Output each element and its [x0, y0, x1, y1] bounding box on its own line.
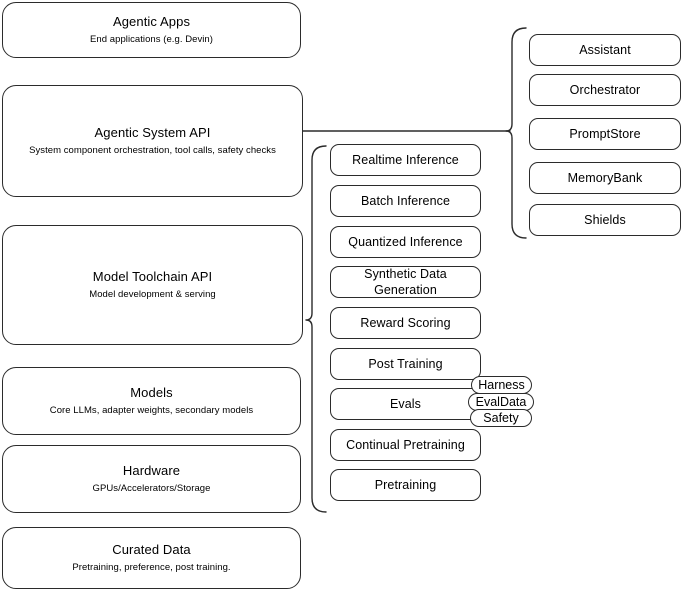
- toolchain-item-pretraining[interactable]: Pretraining: [330, 469, 481, 501]
- layer-subtitle: Core LLMs, adapter weights, secondary mo…: [49, 405, 254, 416]
- system-brace-path: [505, 27, 527, 239]
- system-item-label: PromptStore: [569, 127, 641, 141]
- toolchain-item-synthetic-data-generation[interactable]: Synthetic Data Generation: [330, 266, 481, 298]
- layer-subtitle: GPUs/Accelerators/Storage: [92, 483, 211, 494]
- toolchain-item-label: Synthetic Data Generation: [364, 267, 447, 297]
- toolchain-item-label: Pretraining: [374, 478, 437, 492]
- toolchain-item-label: Quantized Inference: [348, 235, 463, 249]
- layer-box-models[interactable]: Models Core LLMs, adapter weights, secon…: [2, 367, 301, 435]
- toolchain-item-evals[interactable]: Evals: [330, 388, 481, 420]
- layer-box-curated-data[interactable]: Curated Data Pretraining, preference, po…: [2, 527, 301, 589]
- layer-box-agentic-apps[interactable]: Agentic Apps End applications (e.g. Devi…: [2, 2, 301, 58]
- layer-box-model-toolchain-api[interactable]: Model Toolchain API Model development & …: [2, 225, 303, 345]
- toolchain-item-label: Realtime Inference: [352, 153, 459, 167]
- evals-pill-label: Harness: [478, 378, 525, 392]
- toolchain-item-continual-pretraining[interactable]: Continual Pretraining: [330, 429, 481, 461]
- system-item-shields[interactable]: Shields: [529, 204, 681, 236]
- layer-box-hardware[interactable]: Hardware GPUs/Accelerators/Storage: [2, 445, 301, 513]
- system-item-label: Assistant: [579, 43, 631, 57]
- toolchain-item-label: Batch Inference: [360, 194, 451, 208]
- system-item-label: Shields: [584, 213, 626, 227]
- system-item-label: MemoryBank: [567, 171, 643, 185]
- toolchain-item-reward-scoring[interactable]: Reward Scoring: [330, 307, 481, 339]
- toolchain-item-realtime-inference[interactable]: Realtime Inference: [330, 144, 481, 176]
- evals-pill-harness[interactable]: Harness: [471, 376, 532, 394]
- layer-title: Agentic Apps: [112, 14, 191, 29]
- layer-title: Hardware: [122, 463, 181, 478]
- toolchain-item-label: Reward Scoring: [360, 316, 451, 330]
- toolchain-item-label: Continual Pretraining: [346, 438, 465, 452]
- layer-subtitle: Pretraining, preference, post training.: [72, 562, 231, 573]
- toolchain-item-batch-inference[interactable]: Batch Inference: [330, 185, 481, 217]
- system-item-assistant[interactable]: Assistant: [529, 34, 681, 66]
- toolchain-item-quantized-inference[interactable]: Quantized Inference: [330, 226, 481, 258]
- layer-title: Models: [130, 385, 173, 400]
- evals-pill-label: Safety: [483, 411, 519, 425]
- system-item-promptstore[interactable]: PromptStore: [529, 118, 681, 150]
- toolchain-item-post-training[interactable]: Post Training: [330, 348, 481, 380]
- evals-pill-safety[interactable]: Safety: [470, 409, 532, 427]
- layer-title: Curated Data: [112, 542, 191, 557]
- system-item-orchestrator[interactable]: Orchestrator: [529, 74, 681, 106]
- evals-pill-label: EvalData: [475, 395, 527, 409]
- layer-subtitle: End applications (e.g. Devin): [90, 34, 213, 45]
- toolchain-item-label: Evals: [389, 397, 422, 411]
- system-item-label: Orchestrator: [569, 83, 641, 97]
- toolchain-item-label: Post Training: [368, 357, 443, 371]
- layer-title: Model Toolchain API: [92, 269, 213, 284]
- layer-subtitle: System component orchestration, tool cal…: [29, 145, 276, 156]
- layer-box-agentic-system-api[interactable]: Agentic System API System component orch…: [2, 85, 303, 197]
- toolchain-brace-path: [305, 145, 327, 513]
- system-item-memorybank[interactable]: MemoryBank: [529, 162, 681, 194]
- layer-title: Agentic System API: [94, 125, 211, 140]
- layer-subtitle: Model development & serving: [89, 289, 216, 300]
